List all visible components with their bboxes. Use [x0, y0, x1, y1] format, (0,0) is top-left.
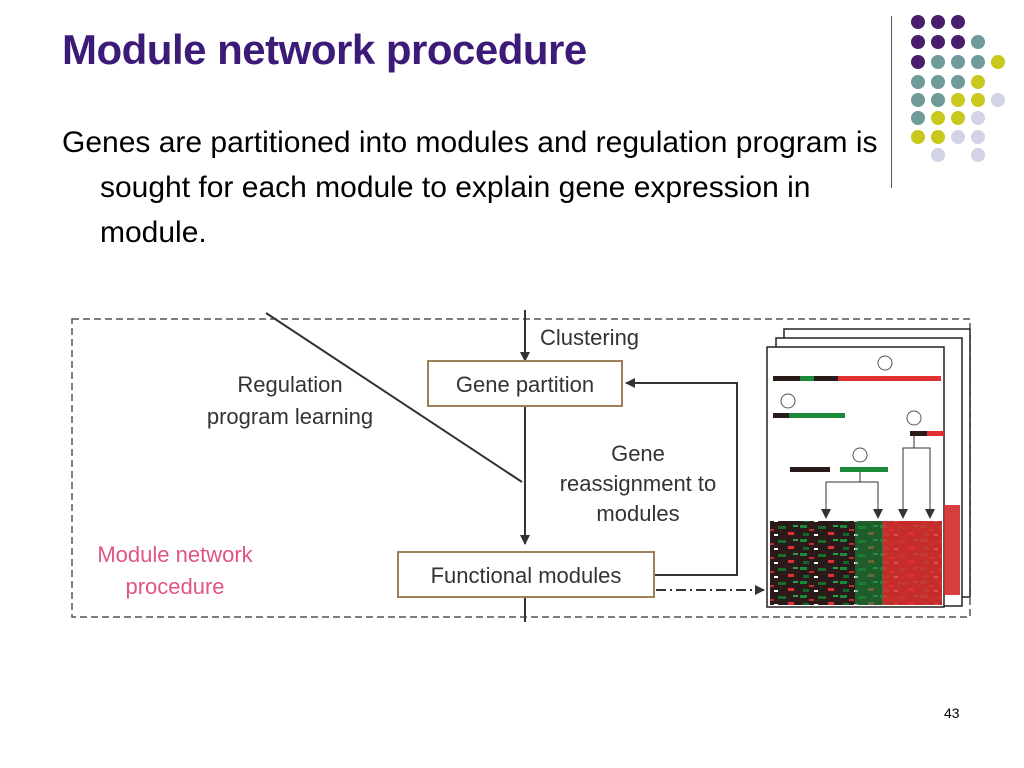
regulation-label-line2: program learning [207, 404, 373, 429]
module-network-diagram: Clustering Gene partition Regulation pro… [71, 310, 971, 622]
procedure-label-line2: procedure [125, 574, 224, 599]
slide-title: Module network procedure [62, 26, 587, 73]
clustering-label: Clustering [540, 325, 639, 350]
functional-modules-label: Functional modules [431, 563, 622, 588]
regulation-line [265, 312, 523, 483]
gene-partition-box [427, 360, 623, 407]
procedure-label-line1: Module network [97, 542, 253, 567]
reassign-label-line3: modules [596, 501, 679, 526]
regulation-label-line1: Regulation [237, 372, 342, 397]
reassignment-loop [625, 378, 738, 576]
reassign-label-line2: reassignment to [560, 471, 717, 496]
page-number: 43 [944, 705, 960, 721]
vertical-divider [891, 16, 892, 188]
reassign-label-line1: Gene [611, 441, 665, 466]
functional-modules-box [397, 551, 655, 598]
tree-bar [773, 376, 941, 381]
slide-body-text: Genes are partitioned into modules and r… [62, 126, 878, 249]
gene-partition-label: Gene partition [456, 372, 594, 397]
